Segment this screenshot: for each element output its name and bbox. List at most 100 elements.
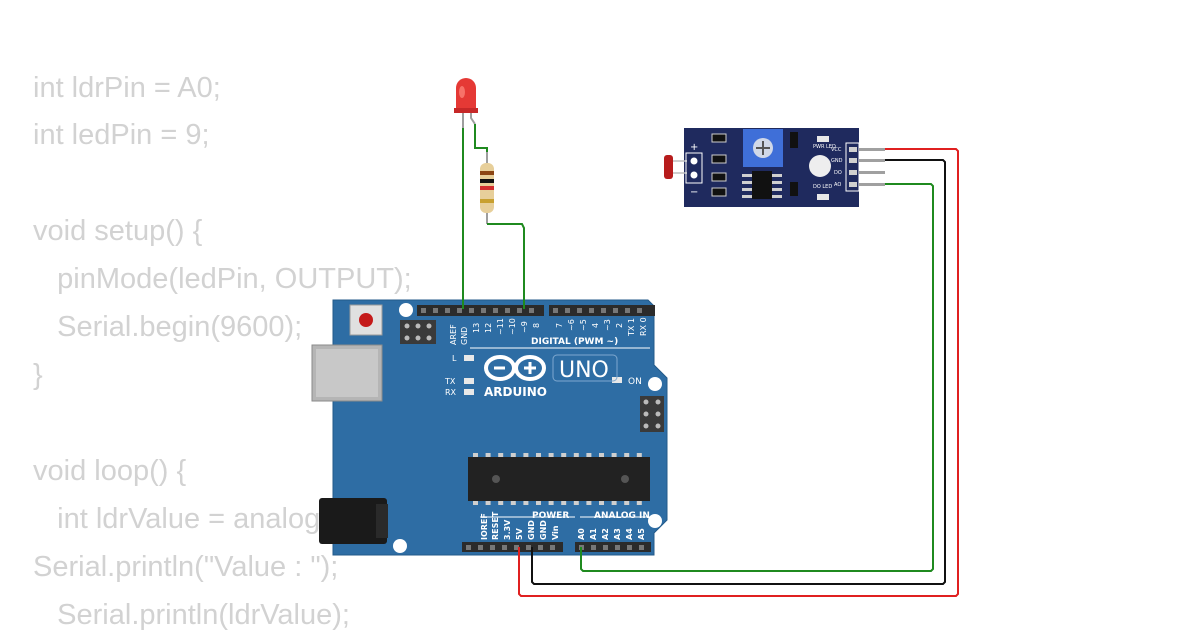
smd-component — [790, 132, 798, 148]
chip-legs — [473, 453, 642, 505]
rx-led — [464, 389, 474, 395]
plus-label: + — [690, 142, 698, 153]
logo-ring-right — [514, 355, 546, 381]
resistor-band — [480, 171, 494, 175]
ic-leg — [772, 174, 782, 177]
do-led-label: DO LED — [813, 184, 832, 190]
smd-component — [711, 172, 727, 182]
pin-label: ~5 — [579, 319, 588, 331]
wire-led-resistor[interactable] — [474, 124, 488, 152]
on-led — [612, 377, 622, 383]
pin-label: 7 — [555, 323, 564, 328]
ic-leg — [772, 181, 782, 184]
code-line: void setup() { — [33, 215, 203, 247]
pin-label: A5 — [637, 528, 646, 540]
header-hole — [565, 308, 570, 313]
icsp-pin — [643, 423, 649, 429]
wire-ao-a0[interactable] — [580, 183, 934, 572]
pin-label: ~10 — [508, 318, 517, 335]
header-pin — [849, 158, 857, 163]
arduino-uno-board[interactable]: AREF GND 13 12 ~11 ~10 ~9 8 7 ~6 ~5 4 ~3… — [311, 299, 668, 556]
ldr-sensor-module[interactable]: + − PWR LED DO LED VCC GND DO AO — [664, 128, 885, 207]
pin-label: GND — [831, 158, 843, 164]
icsp-pin — [655, 411, 661, 417]
wire-gnd[interactable] — [531, 159, 946, 585]
digital-header-left — [417, 305, 544, 316]
chip-mark — [621, 475, 629, 483]
analog-header — [575, 542, 651, 552]
led-highlight — [459, 86, 465, 98]
ldr-socket — [685, 152, 703, 184]
mounting-hole — [399, 303, 413, 317]
model-label: UNO — [559, 358, 609, 383]
chip-leg — [548, 453, 554, 457]
chip-leg — [611, 501, 617, 505]
icsp-pin — [655, 423, 661, 429]
header-hole — [526, 545, 531, 550]
header-hole — [514, 545, 519, 550]
icsp-pin — [404, 323, 410, 329]
chip-leg — [473, 501, 478, 505]
icsp-pin — [426, 335, 432, 341]
pin-label: 2 — [615, 323, 624, 328]
pin-label: VCC — [831, 147, 842, 153]
header-hole — [433, 308, 438, 313]
chip-leg — [523, 453, 529, 457]
mounting-hole — [648, 377, 662, 391]
ic-leg — [742, 188, 752, 191]
chip-leg — [548, 501, 554, 505]
pin-label: A1 — [589, 528, 598, 540]
pin-label: IOREF — [480, 513, 489, 540]
icsp-header — [400, 320, 436, 344]
icsp-pin — [415, 323, 421, 329]
pin-label: GND — [460, 327, 469, 345]
pin-label: 3.3V — [503, 519, 512, 540]
chip-leg — [636, 453, 642, 457]
uno-badge — [552, 354, 618, 382]
pin-label: ~6 — [567, 319, 576, 331]
resistor[interactable] — [480, 152, 494, 224]
do-led — [817, 194, 829, 200]
ic-leg — [742, 195, 752, 198]
header-hole — [538, 545, 543, 550]
pin-label: Vin — [551, 525, 560, 540]
ic-leg — [742, 181, 752, 184]
wire-resistor-pin9[interactable] — [487, 223, 525, 309]
header-hole — [613, 308, 618, 313]
pin-label: ~9 — [520, 321, 529, 333]
icsp-header-right — [640, 396, 664, 432]
mounting-hole — [393, 539, 407, 553]
header-hole — [603, 545, 608, 550]
resistor-band — [480, 179, 494, 183]
minus-label: − — [690, 187, 698, 198]
header-hole — [490, 545, 495, 550]
power-label: POWER — [532, 511, 569, 521]
arduino-logo-icon — [484, 355, 546, 381]
header-hole — [445, 308, 450, 313]
chip-leg — [624, 453, 630, 457]
pin-label: ~11 — [496, 318, 505, 335]
pin-label: 5V — [515, 527, 524, 540]
pin-label: A4 — [625, 528, 634, 540]
reset-button[interactable] — [359, 313, 373, 327]
header-pin — [849, 147, 857, 152]
code-line: Serial.println(ldrValue); — [33, 599, 350, 631]
smd-component — [711, 133, 727, 143]
header-pin — [849, 182, 857, 187]
pin-label: AO — [834, 182, 841, 188]
header-hole — [639, 545, 644, 550]
header-hole — [589, 308, 594, 313]
header-hole — [478, 545, 483, 550]
icsp-pin — [643, 411, 649, 417]
ldr-photoresistor — [664, 155, 673, 179]
brand-label: ARDUINO — [484, 385, 547, 399]
led-rim — [454, 108, 478, 113]
rx-led-label: RX — [445, 388, 457, 397]
code-line: } — [33, 359, 43, 391]
red-led[interactable] — [454, 78, 478, 128]
pin-label: TX 1 — [627, 318, 636, 337]
wire-vcc-5v[interactable] — [518, 148, 959, 597]
icsp-pin — [426, 323, 432, 329]
